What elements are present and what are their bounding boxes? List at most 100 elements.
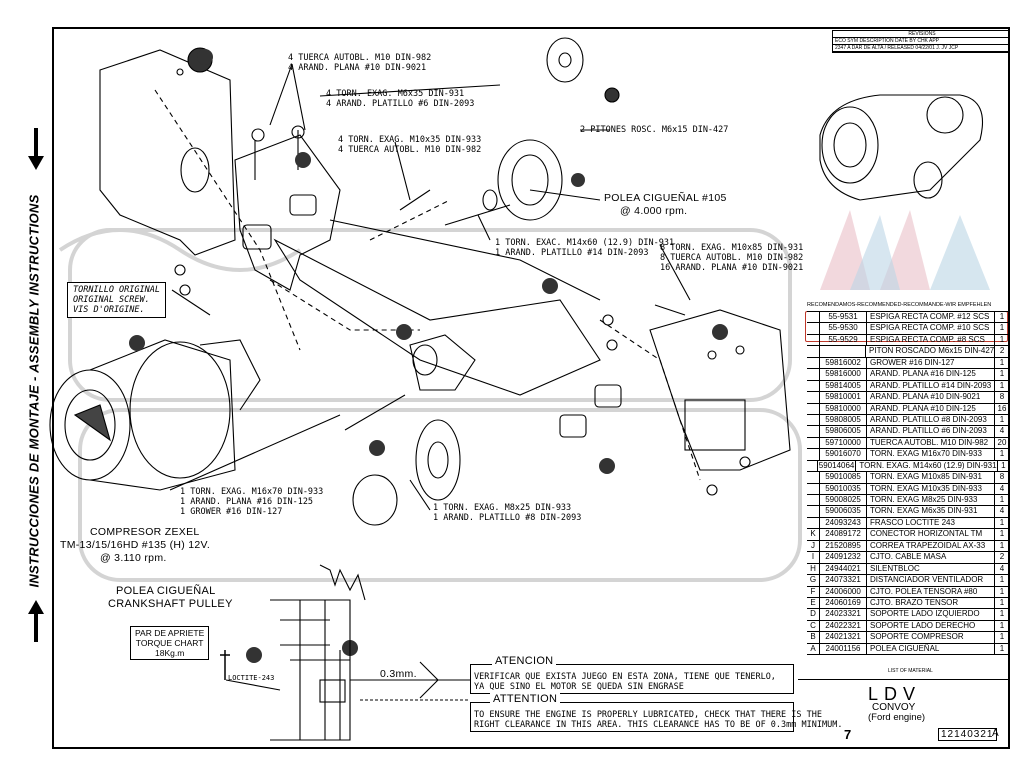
bom-part: 59710000 [820, 437, 867, 449]
bom-item [807, 460, 818, 472]
side-title: INSTRUCCIONES DE MONTAJE - ASSEMBLY INST… [18, 194, 50, 587]
bom-part: 24091232 [820, 552, 867, 563]
drawing-rev: A [992, 728, 999, 739]
bom-qty: 20 [997, 437, 1007, 447]
title-model: CONVOY [872, 702, 916, 713]
bom-desc: ESPIGA RECTA COMP. #8 SCS [867, 334, 995, 346]
bom-item [807, 403, 820, 414]
bom-desc: ARAND. PLATILLO #14 DIN-2093 [867, 380, 995, 392]
bom-qty: 1 [999, 609, 1005, 619]
attention-title: ATTENTION [490, 693, 561, 706]
bom-item: B [807, 632, 820, 643]
attention-note: TO ENSURE THE ENGINE IS PROPERLY LUBRICA… [470, 702, 842, 732]
bom-desc: TORN. EXAG M10x35 DIN-933 [867, 483, 995, 494]
label-compresor: COMPRESOR ZEXEL TM-13/15/16HD #135 (H) 1… [60, 526, 211, 564]
bom-item [807, 426, 820, 437]
bom-item [807, 380, 820, 392]
list-of-material: LIST OF MATERIAL [888, 668, 933, 674]
bom-qty: 8 [999, 392, 1005, 402]
bom-qty: 1 [999, 380, 1005, 390]
bom-qty: 1 [1001, 460, 1006, 470]
bom-part: 59816002 [820, 357, 867, 369]
bom-qty: 1 [999, 529, 1005, 539]
bom-qty: 1 [999, 586, 1005, 596]
drawing-frame [52, 27, 1010, 749]
bom-desc: FRASCO LOCTITE 243 [867, 517, 995, 529]
bom-item [807, 414, 820, 426]
bom-desc: CORREA TRAPEZOIDAL AX-33 [867, 540, 995, 552]
revision-block: REVISIONS ECO SYM DESCRIPTION DATE BY CH… [832, 30, 1010, 53]
bom-part: 59810000 [820, 403, 867, 414]
label-clearance: 0.3mm. [380, 668, 417, 680]
bom-qty: 1 [999, 517, 1005, 527]
side-title-text: INSTRUCCIONES DE MONTAJE - ASSEMBLY INST… [26, 194, 42, 588]
bom-qty: 1 [999, 597, 1005, 607]
bom-part: 24089172 [820, 529, 867, 540]
bom-qty: 1 [999, 312, 1005, 321]
bom-part: 59016070 [820, 449, 867, 460]
bom-item: A [807, 643, 820, 655]
bom-item: G [807, 575, 820, 586]
label-loctite: LOCTITE-243 [228, 674, 275, 682]
revision-row: 2347 A DAR DE ALTA / RELEASED 04/22/01 J… [833, 45, 1009, 52]
bom-item: F [807, 586, 820, 597]
arrow-up-icon [28, 600, 44, 642]
bom-item [807, 334, 820, 346]
bom-part: 24022321 [820, 620, 867, 632]
bom-desc: ARAND. PLATILLO #6 DIN-2093 [867, 426, 995, 437]
bom-qty: 4 [999, 426, 1005, 436]
title-make: LDV [868, 684, 922, 704]
bom-item [807, 437, 820, 449]
bom-qty: 1 [999, 620, 1005, 630]
bom-part: 24023321 [820, 609, 867, 620]
bom-part: 24001156 [820, 643, 867, 655]
bom-part: 59010085 [820, 472, 867, 483]
bom-item [807, 346, 820, 357]
bom-qty: 1 [999, 369, 1005, 379]
bom-qty: 1 [999, 334, 1005, 344]
bom-desc: SILENTBLOC [867, 563, 995, 575]
label-pitones: 2 PITONES ROSC. M6x15 DIN-427 [580, 125, 729, 135]
bom-qty: 1 [999, 540, 1005, 550]
title-block: LIST OF MATERIAL LDV CONVOY (Ford engine… [798, 668, 1008, 748]
title-sheet: 7 [844, 727, 852, 742]
bom-item: E [807, 597, 820, 609]
atencion-note: VERIFICAR QUE EXISTA JUEGO EN ESTA ZONA,… [470, 664, 794, 694]
bom-item [807, 323, 820, 334]
bom-item [807, 472, 820, 483]
bill-of-materials: RECOMENDAMOS-RECOMMENDED-RECOMMANDE-WIR … [807, 300, 1009, 656]
bom-desc: ARAND. PLANA #10 DIN-125 [867, 403, 995, 414]
bom-item: D [807, 609, 820, 620]
bom-desc: TORN. EXAG M8x25 DIN-933 [867, 495, 995, 506]
bom-desc: GROWER #16 DIN-127 [867, 357, 995, 369]
bom-qty: 1 [999, 414, 1005, 424]
bom-qty: 1 [999, 495, 1005, 504]
bom-qty: 16 [997, 403, 1007, 413]
bom-part: 24006000 [820, 586, 867, 597]
bom-item [807, 483, 820, 494]
drawing-number: 12140321 [938, 728, 997, 741]
bom-desc: ESPIGA RECTA COMP. #12 SCS [867, 312, 995, 323]
bom-qty: 4 [999, 506, 1005, 516]
bom-part: 59810001 [820, 392, 867, 403]
bom-desc: DISTANCIADOR VENTILADOR [867, 575, 995, 586]
bom-part: 59006035 [820, 506, 867, 517]
